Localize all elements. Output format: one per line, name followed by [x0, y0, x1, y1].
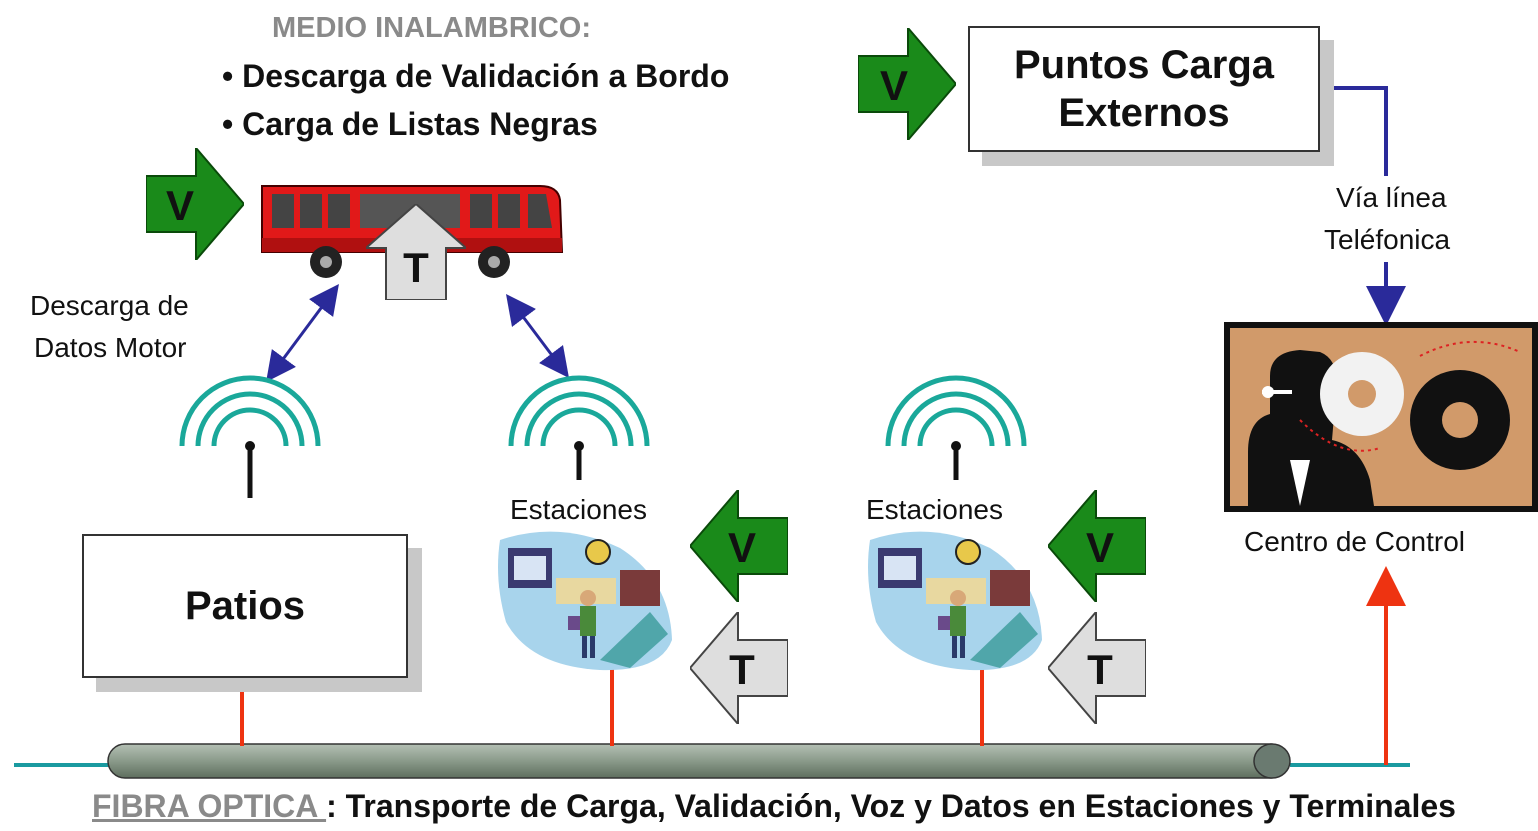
- wireless-title: MEDIO INALAMBRICO:: [272, 12, 591, 44]
- puntos-carga-line2: Externos: [1058, 91, 1230, 135]
- puntos-carga-line1: Puntos Carga: [1013, 43, 1275, 87]
- v-arrow-puntos-label: V: [880, 62, 908, 109]
- fiber-caption-description: : Transporte de Carga, Validación, Voz y…: [326, 788, 1456, 824]
- fiber-caption: FIBRA OPTICA : Transporte de Carga, Vali…: [92, 788, 1456, 825]
- link-bus-estacion: [506, 294, 569, 378]
- estaciones-2-label: Estaciones: [866, 494, 1003, 525]
- via-linea-line2: Teléfonica: [1324, 224, 1451, 255]
- phone-link-line: [1318, 86, 1388, 176]
- t-arrow-bus-label: T: [403, 244, 429, 291]
- station-1-illustration: [498, 531, 672, 671]
- antenna-estacion-1-icon: [508, 375, 650, 480]
- fiber-drop-lines: [240, 566, 1406, 765]
- t-arrow-bus: T: [366, 204, 466, 300]
- control-center-illustration: [1224, 322, 1538, 512]
- patios-label: Patios: [184, 583, 306, 628]
- descarga-label-line1: Descarga de: [30, 290, 189, 321]
- v-arrow-puntos: V: [858, 28, 956, 140]
- t-arrow-estacion-1-label: T: [729, 646, 755, 693]
- link-bus-patios: [266, 283, 339, 383]
- puntos-carga-box: Puntos Carga Externos: [968, 26, 1320, 152]
- estaciones-1-label: Estaciones: [510, 494, 647, 525]
- antenna-estacion-2-icon: [885, 375, 1027, 480]
- v-arrow-estacion-2: V: [1048, 490, 1146, 602]
- wireless-item-2: • Carga de Listas Negras: [222, 106, 598, 142]
- v-arrow-estacion-1: V: [690, 490, 788, 602]
- v-arrow-bus-label: V: [166, 182, 194, 229]
- patios-box: Patios: [82, 534, 408, 678]
- descarga-label-line2: Datos Motor: [34, 332, 187, 363]
- t-arrow-estacion-1: T: [690, 612, 788, 724]
- fiber-caption-prefix: FIBRA OPTICA: [92, 788, 327, 824]
- v-arrow-estacion-1-label: V: [728, 524, 756, 571]
- centro-control-label: Centro de Control: [1244, 526, 1466, 557]
- v-arrow-estacion-2-label: V: [1086, 524, 1114, 571]
- t-arrow-estacion-2: T: [1048, 612, 1146, 724]
- t-arrow-estacion-2-label: T: [1087, 646, 1113, 693]
- fiber-optic-cable: [14, 743, 1410, 779]
- station-2-illustration: [868, 531, 1042, 671]
- v-arrow-bus: V: [146, 148, 244, 260]
- via-linea-line1: Vía línea: [1336, 182, 1447, 213]
- wireless-item-1: • Descarga de Validación a Bordo: [222, 58, 730, 94]
- antenna-patios-icon: [179, 375, 321, 498]
